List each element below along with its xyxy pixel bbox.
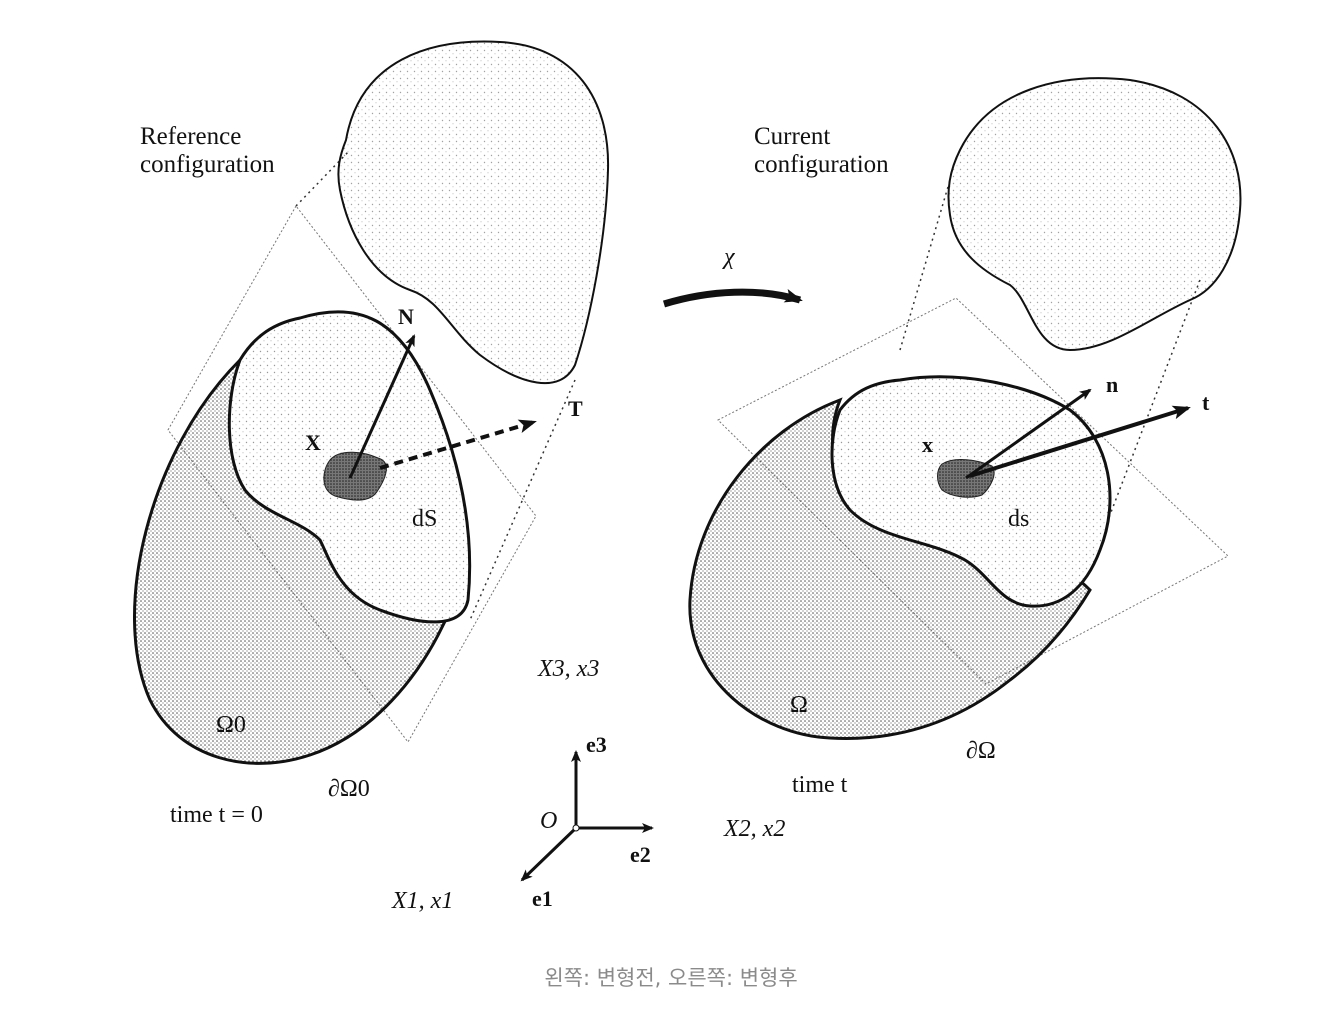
e3-label: e3	[586, 732, 607, 757]
reference-position-label: X	[305, 430, 321, 455]
current-upper-free-body	[947, 77, 1242, 352]
current-boundary-label: ∂Ω	[966, 738, 996, 764]
reference-upper-free-body	[337, 40, 610, 385]
current-traction-label: t	[1202, 390, 1210, 415]
current-domain-label: Ω	[790, 692, 808, 718]
reference-guide-line-right	[469, 379, 576, 621]
reference-title-line2: configuration	[140, 151, 275, 178]
current-time-label: time t	[792, 772, 848, 798]
figure-caption: 왼쪽: 변형전, 오른쪽: 변형후	[544, 966, 798, 990]
reference-domain-label: Ω0	[216, 712, 246, 738]
axis3-label: X3, x3	[537, 656, 599, 682]
current-area-label: ds	[1008, 506, 1029, 532]
axis2-label: X2, x2	[723, 816, 785, 842]
reference-title-line1: Reference	[140, 123, 241, 150]
reference-area-label: dS	[412, 506, 437, 532]
reference-configuration: Reference configuration N T X dS Ω0 ∂Ω0 …	[133, 40, 610, 828]
axis1-label: X1, x1	[391, 888, 453, 914]
e2-label: e2	[630, 842, 651, 867]
current-guide-line-left	[899, 179, 951, 351]
current-normal-label: n	[1106, 372, 1118, 397]
reference-area-element-patch	[323, 451, 387, 501]
reference-normal-arrow	[348, 334, 416, 479]
origin-label: O	[540, 808, 557, 834]
current-title-line1: Current	[754, 123, 830, 150]
current-traction-arrow	[969, 405, 1191, 478]
reference-guide-line-left	[295, 149, 351, 207]
reference-traction-label: T	[568, 396, 583, 421]
current-configuration: Current configuration n t x ds Ω ∂Ω time…	[688, 77, 1242, 798]
current-guide-line-right	[1107, 279, 1201, 521]
coordinate-axes: O e3 e2 e1 X3, x3 X2, x2 X1, x1	[391, 656, 785, 914]
current-title-line2: configuration	[754, 151, 889, 178]
mapping-symbol: χ	[722, 244, 736, 270]
origin-point	[572, 824, 580, 832]
reference-boundary-label: ∂Ω0	[328, 776, 370, 802]
mapping: χ	[662, 244, 803, 308]
e1-label: e1	[532, 886, 553, 911]
axis-e1-arrow	[520, 826, 578, 882]
mapping-arrow	[662, 288, 803, 308]
reference-time-label: time t = 0	[170, 802, 263, 828]
continuum-deformation-diagram: Reference configuration N T X dS Ω0 ∂Ω0 …	[133, 40, 1242, 914]
reference-normal-label: N	[398, 304, 414, 329]
reference-traction-arrow	[379, 419, 537, 470]
current-position-label: x	[922, 432, 933, 457]
current-normal-arrow	[965, 388, 1092, 480]
